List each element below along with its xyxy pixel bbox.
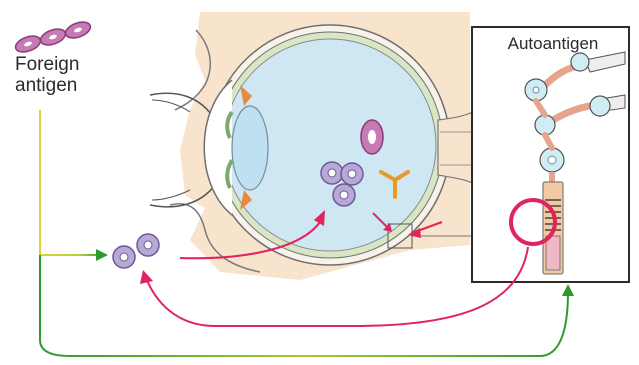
peripheral-lymphocytes [113,234,159,268]
foreign-antigen-cells [13,19,92,55]
foreign-label-line1: Foreign [15,54,79,75]
foreign-label-line2: antigen [15,75,79,96]
autoantigen-label: Autoantigen [478,34,628,54]
antigen-cell [361,120,383,154]
foreign-antigen-label: Foreign antigen [15,54,79,96]
optic-nerve [438,110,475,185]
autoantigen-inset [472,27,629,282]
